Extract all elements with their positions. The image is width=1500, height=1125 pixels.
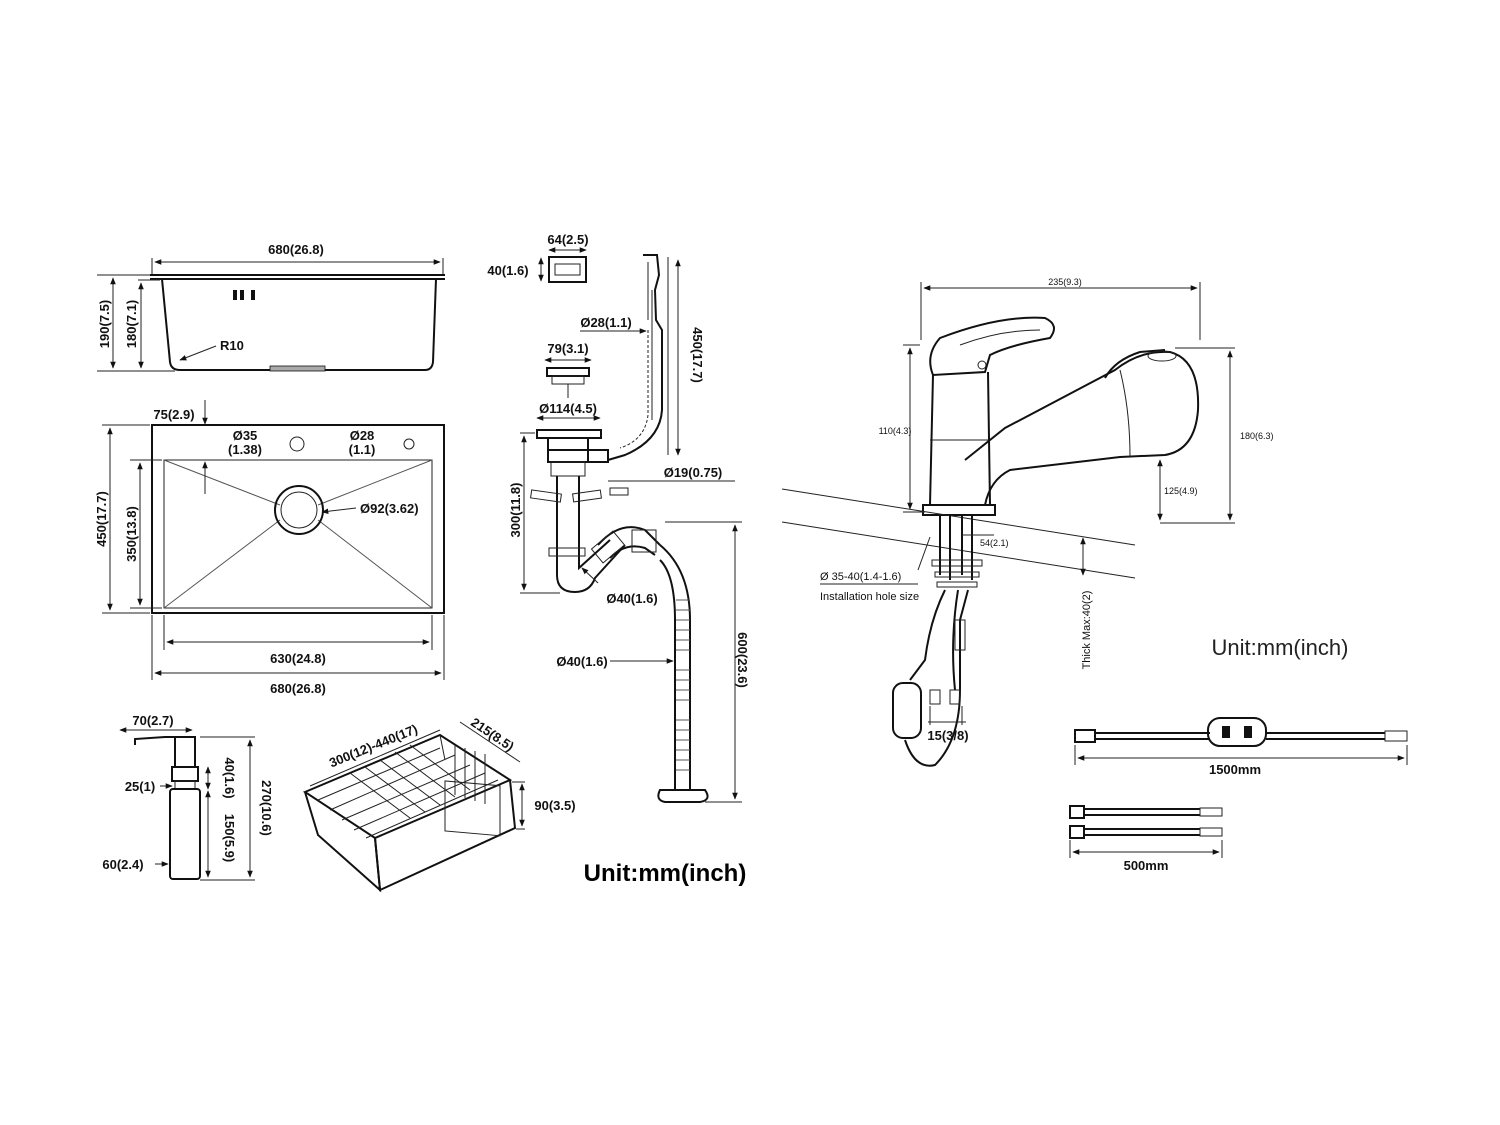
- faucet-base: 54(2.1): [980, 538, 1009, 548]
- sink-hole-left-label: Ø35: [233, 428, 258, 443]
- sink-hole-left-label-inch: (1.38): [228, 442, 262, 457]
- corrugated-hose: [676, 599, 690, 771]
- sink-top-offset: 75(2.9): [153, 407, 194, 422]
- faucet-total-height: 180(6.3): [1240, 431, 1274, 441]
- dispenser-total: 270(10.6): [259, 780, 274, 836]
- sink-top-view: Ø35 (1.38) Ø28 (1.1) 75(2.9) Ø92(3.62) 4…: [94, 400, 445, 696]
- dispenser-bottle-width: 60(2.4): [102, 857, 143, 872]
- sink-outer-height: 450(17.7): [94, 491, 109, 547]
- strainer-width: 79(3.1): [547, 341, 588, 356]
- trap-diameter: Ø40(1.6): [606, 591, 657, 606]
- soap-dispenser: 70(2.7) 25(1) 40(1.6) 150(5.9) 270(10.6)…: [102, 713, 274, 881]
- sink-hole-right-label: Ø28: [350, 428, 375, 443]
- overflow-hose-diameter: Ø28(1.1): [580, 315, 631, 330]
- faucet-hole-caption: Installation hole size: [820, 591, 919, 603]
- sink-drain-diameter: Ø92(3.62): [360, 501, 419, 516]
- sink-side-view: 680(26.8) 190(7.5) 180(7.1) R10: [97, 242, 445, 372]
- faucet-reach: 235(9.3): [1048, 277, 1082, 287]
- faucet-head-height: 125(4.9): [1164, 486, 1198, 496]
- dispenser-head: 40(1.6): [222, 757, 237, 798]
- faucet-drawing: 235(9.3) 110(4.3) 180(6.3) 125(4.9): [781, 277, 1274, 767]
- long-hose: 1500mm: [1074, 717, 1408, 777]
- unit-label-left: Unit:mm(inch): [584, 860, 747, 887]
- sink-corner-radius: R10: [220, 338, 244, 353]
- overflow-hose-length: 450(17.7): [690, 327, 705, 383]
- overflow-cap-width: 64(2.5): [547, 232, 588, 247]
- sink-inner-height: 350(13.8): [124, 506, 139, 562]
- sink-inner-width: 630(24.8): [270, 651, 326, 666]
- outlet-length: 600(23.6): [735, 632, 750, 688]
- overflow-cap-height: 40(1.6): [487, 263, 528, 278]
- short-hose-length: 500mm: [1124, 858, 1169, 873]
- faucet-thickness: Thick Max:40(2): [1081, 591, 1093, 670]
- dispenser-nozzle: 70(2.7): [132, 713, 173, 728]
- long-hose-length: 1500mm: [1209, 762, 1261, 777]
- sink-hole-right-label-inch: (1.1): [349, 442, 376, 457]
- outlet-diameter: Ø40(1.6): [556, 654, 607, 669]
- short-hoses: 500mm: [1069, 805, 1223, 873]
- drain-assembly: 64(2.5) 40(1.6) 450(17.7) Ø28(1.1) 79(3.…: [487, 232, 750, 803]
- flange-diameter: Ø114(4.5): [539, 401, 597, 416]
- basket-width: 215(8.5): [468, 715, 517, 755]
- faucet-connector: 15(3/8): [927, 728, 968, 743]
- sink-side-width-label: 680(26.8): [268, 242, 324, 257]
- sink-side-height-inner: 180(7.1): [124, 300, 139, 348]
- unit-label-right: Unit:mm(inch): [1212, 635, 1349, 660]
- basket-height: 90(3.5): [534, 798, 575, 813]
- dish-basket: 300(12)-440(17) 215(8.5) 90(3.5): [302, 715, 576, 893]
- sink-outer-width: 680(26.8): [270, 681, 326, 696]
- dispenser-neck: 25(1): [125, 779, 155, 794]
- overflow-pipe-diameter: Ø19(0.75): [664, 465, 723, 480]
- dispenser-body: 150(5.9): [222, 814, 237, 862]
- faucet-hole-size: Ø 35-40(1.4-1.6): [820, 571, 901, 583]
- drain-height: 300(11.8): [508, 483, 523, 538]
- sink-side-height-total: 190(7.5): [97, 300, 112, 348]
- faucet-spout-height: 110(4.3): [879, 426, 912, 436]
